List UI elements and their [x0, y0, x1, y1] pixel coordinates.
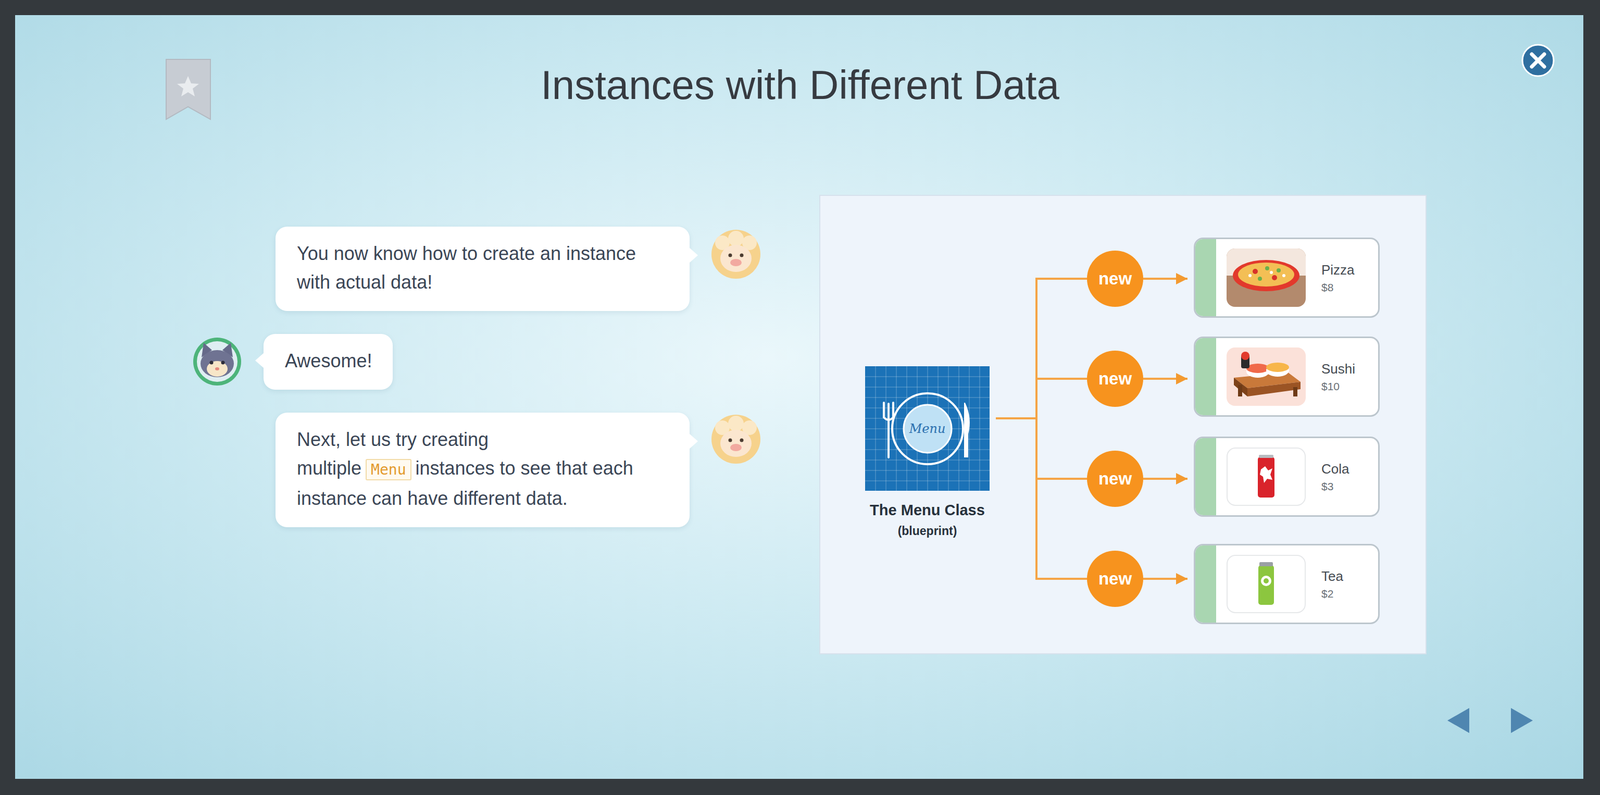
bookmark-icon: [166, 59, 211, 120]
new-operator: new: [1086, 450, 1144, 507]
card-text: Sushi $10: [1321, 360, 1356, 393]
food-picture: [1226, 554, 1306, 614]
item-price: $3: [1321, 480, 1349, 493]
food-picture: [1226, 347, 1306, 406]
card-strip: [1195, 545, 1217, 623]
message-text: You now know how to create an instance w…: [296, 242, 636, 293]
card-strip: [1195, 438, 1217, 516]
cat-avatar: [193, 337, 242, 386]
instance-card: Pizza $8: [1193, 237, 1380, 318]
prev-arrow: [1447, 707, 1470, 733]
class-blueprint: MenuThe Menu Class(blueprint): [865, 366, 990, 491]
plate-label: Menu: [865, 366, 990, 491]
card-strip: [1195, 239, 1217, 317]
operator-label: new: [1098, 568, 1132, 589]
instance-arrow: [1143, 277, 1188, 280]
food-picture: [1226, 447, 1306, 506]
item-price: $8: [1321, 281, 1355, 294]
food-picture: [1226, 248, 1306, 307]
new-operator: new: [1086, 250, 1144, 307]
instance-card: Tea $2: [1193, 543, 1380, 624]
instance-arrow: [1143, 477, 1188, 480]
item-price: $2: [1321, 587, 1344, 600]
slide-title: Instances with Different Data: [279, 61, 1321, 109]
branch-line: [995, 278, 1087, 419]
class-name: The Menu Class: [833, 501, 1021, 519]
sheep-avatar: [711, 229, 761, 279]
operator-label: new: [1098, 268, 1132, 289]
branch-line: [995, 378, 1087, 419]
speech-bubble: Awesome!: [263, 333, 393, 390]
instance-arrow: [1143, 577, 1188, 580]
close-button: [1522, 44, 1554, 77]
branch-line: [995, 418, 1087, 579]
item-name: Pizza: [1321, 261, 1355, 279]
instance-card: Cola $3: [1193, 436, 1380, 517]
card-text: Cola $3: [1321, 460, 1349, 493]
operator-label: new: [1098, 368, 1132, 389]
next-arrow: [1510, 707, 1533, 733]
new-operator: new: [1086, 350, 1144, 407]
item-price: $10: [1321, 380, 1356, 393]
card-strip: [1195, 338, 1217, 416]
speech-bubble: Next, let us try creating multipleMenuin…: [275, 412, 690, 528]
instance-card: Sushi $10: [1193, 336, 1380, 417]
speech-bubble: You now know how to create an instance w…: [275, 226, 690, 311]
new-operator: new: [1086, 550, 1144, 607]
instance-arrow: [1143, 377, 1188, 380]
item-name: Tea: [1321, 568, 1344, 585]
sheep-avatar: [711, 414, 761, 464]
code-term: Menu: [365, 458, 411, 481]
bookmark-star: [177, 76, 199, 97]
message-text: Awesome!: [284, 350, 372, 372]
item-name: Sushi: [1321, 360, 1356, 378]
card-text: Pizza $8: [1321, 261, 1355, 294]
branch-line: [995, 418, 1087, 479]
class-note: (blueprint): [833, 523, 1021, 539]
card-text: Tea $2: [1321, 568, 1344, 600]
operator-label: new: [1098, 468, 1132, 489]
item-name: Cola: [1321, 460, 1349, 478]
